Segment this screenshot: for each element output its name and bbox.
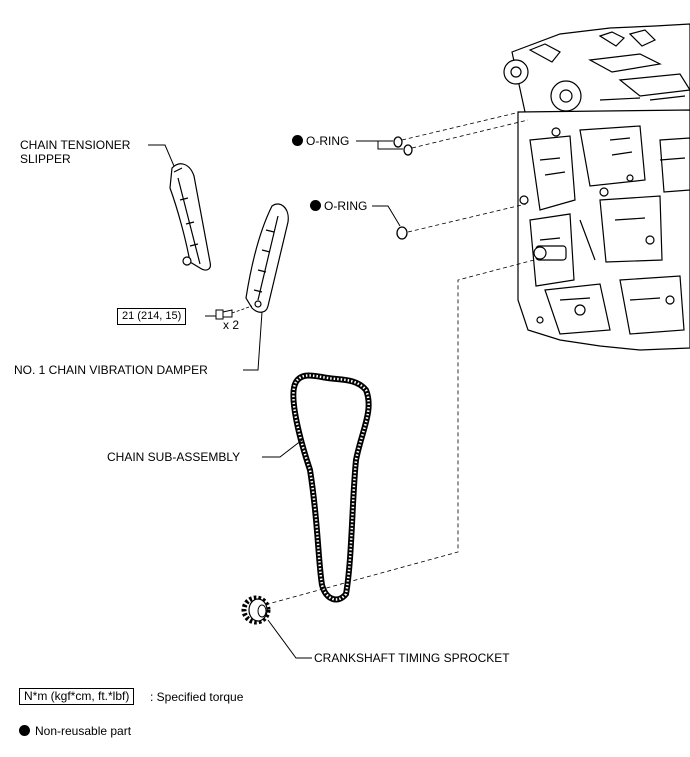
chain-tensioner-slipper-label-line1: CHAIN TENSIONER <box>20 138 131 152</box>
chain-tensioner-slipper-part <box>169 163 211 271</box>
legend-torque-desc: : Specified torque <box>150 690 244 704</box>
crankshaft-timing-sprocket-label: CRANKSHAFT TIMING SPROCKET <box>314 651 510 665</box>
crank-dash-line <box>267 259 535 605</box>
torque-value-box: 21 (214, 15) <box>117 308 187 325</box>
o-ring-lower-part <box>396 226 408 240</box>
no1-chain-vibration-damper-part <box>245 203 289 313</box>
o-ring-upper-label: O-RING <box>306 134 350 148</box>
chain-leader-line <box>262 439 303 458</box>
o-ring-upper-leader <box>356 140 403 150</box>
chain-sub-assembly-label: CHAIN SUB-ASSEMBLY <box>107 450 241 464</box>
no1-chain-vibration-damper-label: NO. 1 CHAIN VIBRATION DAMPER <box>14 363 208 377</box>
legend-nonreusable-desc: Non-reusable part <box>35 724 132 738</box>
crankshaft-timing-sprocket-part <box>241 595 271 625</box>
non-reusable-dot-icon <box>292 135 303 146</box>
o-ring-lower-label: O-RING <box>324 199 368 213</box>
bolt-dash-line <box>231 305 253 314</box>
damper-bolt <box>215 309 233 320</box>
chain-tensioner-slipper-label-line2: SLIPPER <box>20 152 71 166</box>
sprocket-leader-line <box>267 619 312 659</box>
o-ring-upper-part <box>393 136 413 156</box>
quantity-label: x 2 <box>223 318 240 332</box>
o-ring-upper-dash-1 <box>401 111 521 141</box>
o-ring-lower-dash <box>407 203 527 233</box>
o-ring-lower-leader <box>372 205 401 227</box>
legend-torque-unit-box: N*m (kgf*cm, ft.*lbf) <box>19 688 135 705</box>
engine-block <box>503 23 690 351</box>
chain-tensioner-slipper-label: CHAIN TENSIONER SLIPPER <box>20 138 130 166</box>
o-ring-upper-dash-2 <box>411 119 529 149</box>
filled-circle-icon <box>19 725 30 736</box>
chain-sub-assembly-part <box>290 372 372 603</box>
non-reusable-dot-icon <box>310 200 321 211</box>
slipper-leader-line <box>148 144 175 167</box>
damper-leader-line <box>243 311 263 371</box>
